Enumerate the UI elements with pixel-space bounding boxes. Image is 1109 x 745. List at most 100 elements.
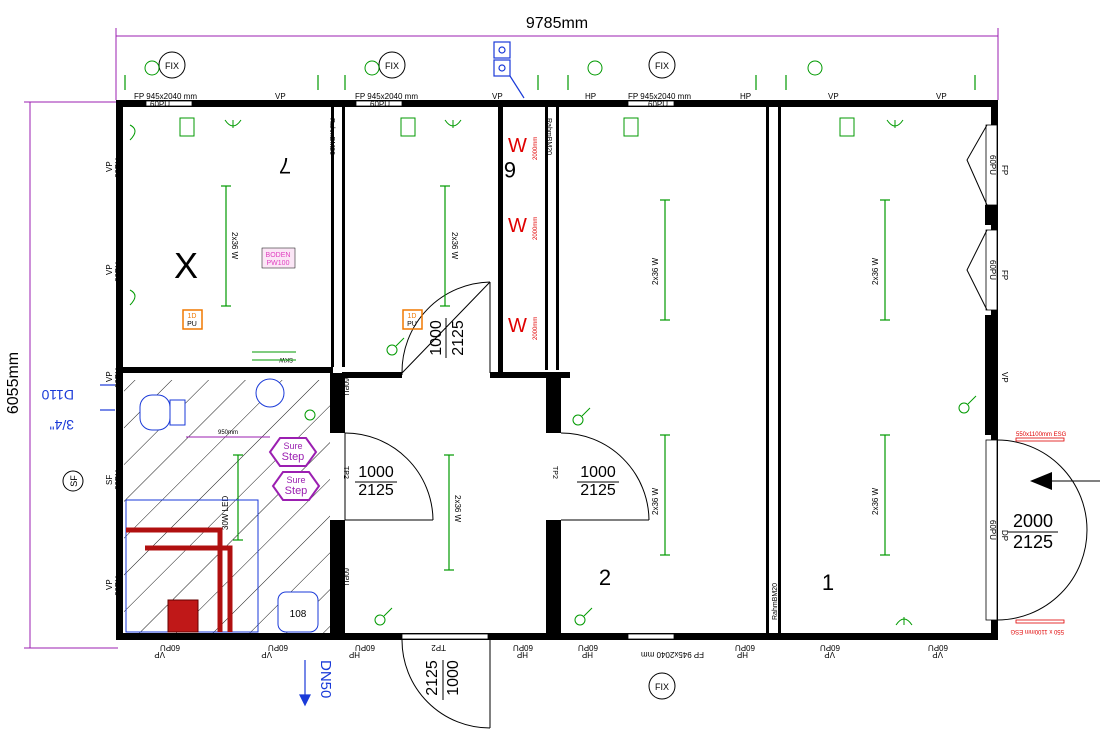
svg-text:PU: PU	[187, 321, 197, 328]
svg-text:2000mm: 2000mm	[533, 317, 539, 340]
svg-text:2125: 2125	[580, 482, 616, 499]
svg-text:6: 6	[504, 157, 516, 182]
svg-text:VP: VP	[492, 92, 503, 101]
svg-text:1000: 1000	[428, 320, 445, 356]
svg-text:HP: HP	[585, 92, 596, 101]
svg-text:60PU: 60PU	[513, 643, 533, 652]
svg-text:TP2: TP2	[431, 643, 446, 652]
svg-text:60PU: 60PU	[551, 568, 558, 586]
overall-depth-label: 6055mm	[5, 352, 22, 414]
svg-text:60PU: 60PU	[114, 262, 123, 282]
skw-grill	[252, 351, 296, 361]
svg-text:2125: 2125	[1013, 532, 1053, 552]
svg-text:2: 2	[599, 565, 611, 590]
top-window-labels: FP 945x2040 mm 60PU VP 60PU FP 945x2040 …	[134, 92, 950, 109]
svg-text:RahmBM20: RahmBM20	[545, 118, 552, 155]
svg-text:2000mm: 2000mm	[533, 137, 539, 160]
pipe-d110: D110	[41, 387, 74, 403]
svg-text:60PU: 60PU	[160, 643, 180, 652]
esg-label-bottom: 550 x 1100mm ESG	[1010, 628, 1064, 634]
entrance-arrow	[1030, 472, 1100, 490]
svg-text:Step: Step	[285, 485, 308, 497]
boden-top: BODEN	[266, 252, 291, 259]
fix-labels: FIX FIX FIX FIX	[165, 61, 669, 692]
svg-text:FIX: FIX	[165, 61, 179, 71]
svg-text:W: W	[508, 315, 527, 337]
overall-width-label: 9785mm	[526, 15, 588, 32]
left-side-labels: VP 60PU VP 60PU VP 60PU SF 60PU VP 60PU	[105, 158, 123, 596]
svg-text:60PU: 60PU	[342, 568, 349, 586]
svg-text:1: 1	[822, 570, 834, 595]
svg-text:FIX: FIX	[385, 61, 399, 71]
wc-number: 108	[290, 609, 307, 620]
svg-text:60PU: 60PU	[488, 100, 508, 109]
svg-text:60PU: 60PU	[370, 100, 390, 109]
svg-text:VP: VP	[154, 650, 165, 659]
sf-circle-label: SF	[69, 475, 79, 487]
feed-arrows	[124, 75, 976, 90]
skw-label: SKW	[279, 356, 293, 362]
right-side-labels: FP 60PU FP 60PU VP 60PU DP 60PU	[988, 155, 1009, 541]
svg-text:60PU: 60PU	[150, 100, 170, 109]
svg-text:HP: HP	[349, 650, 360, 659]
svg-text:60PU: 60PU	[988, 155, 997, 175]
svg-text:60PU: 60PU	[648, 100, 668, 109]
svg-text:FP: FP	[1000, 270, 1009, 280]
svg-text:2125: 2125	[450, 320, 467, 356]
svg-text:FP 945x2040 mm: FP 945x2040 mm	[355, 92, 418, 101]
svg-text:RahmBM20: RahmBM20	[772, 583, 779, 620]
svg-text:2x36 W: 2x36 W	[651, 487, 660, 515]
boden-box	[261, 247, 296, 269]
svg-text:2000mm: 2000mm	[533, 217, 539, 240]
sf-circle	[62, 470, 84, 492]
svg-text:60PU: 60PU	[268, 100, 288, 109]
heaters: W W W	[508, 135, 527, 337]
light-fixtures	[221, 185, 890, 571]
svg-text:60PU: 60PU	[114, 158, 123, 178]
svg-text:1000: 1000	[358, 464, 394, 481]
svg-text:HP: HP	[740, 92, 751, 101]
svg-text:PU: PU	[407, 321, 417, 328]
svg-text:60PU: 60PU	[822, 100, 842, 109]
svg-text:SF: SF	[105, 475, 114, 485]
svg-text:W: W	[508, 135, 527, 157]
svg-text:60PU: 60PU	[578, 643, 598, 652]
pipe-d34: 3/4"	[50, 417, 74, 433]
boden-bot: PW100	[267, 260, 290, 267]
svg-text:VP: VP	[828, 92, 839, 101]
svg-text:FP: FP	[1000, 165, 1009, 175]
bathroom-fixtures	[125, 378, 319, 633]
svg-text:60PU: 60PU	[735, 100, 755, 109]
svg-text:2x36 W: 2x36 W	[871, 257, 880, 285]
mark-x: X	[174, 245, 198, 286]
svg-text:Step: Step	[282, 451, 305, 463]
svg-text:FIX: FIX	[655, 682, 669, 692]
svg-text:Sure: Sure	[286, 475, 305, 485]
svg-text:60PU: 60PU	[735, 643, 755, 652]
svg-text:Sure: Sure	[283, 441, 302, 451]
svg-text:60PU: 60PU	[820, 643, 840, 652]
top-connection	[493, 41, 525, 99]
svg-text:1D: 1D	[188, 313, 197, 320]
sure-step-labels: Sure Step Sure Step	[282, 441, 308, 497]
svg-text:30W LED: 30W LED	[221, 496, 230, 530]
svg-text:FP 945x2040 mm: FP 945x2040 mm	[134, 92, 197, 101]
svg-text:60PU: 60PU	[930, 100, 950, 109]
svg-text:60PU: 60PU	[578, 100, 598, 109]
svg-text:FIX: FIX	[655, 61, 669, 71]
svg-text:VP: VP	[824, 650, 835, 659]
svg-text:VP: VP	[105, 161, 114, 172]
svg-text:60PU: 60PU	[355, 643, 375, 652]
svg-text:1D: 1D	[408, 313, 417, 320]
dim-950: 950mm	[218, 430, 238, 436]
pu-boxes	[182, 309, 423, 330]
svg-text:2x36 W: 2x36 W	[230, 232, 239, 260]
drain-label: DN50	[317, 660, 334, 698]
svg-text:60PU: 60PU	[114, 576, 123, 596]
svg-text:VP: VP	[261, 650, 272, 659]
svg-text:FP 945x2040 mm: FP 945x2040 mm	[641, 650, 704, 659]
svg-text:VP: VP	[105, 264, 114, 275]
svg-text:VP: VP	[275, 92, 286, 101]
window-gaps	[145, 100, 998, 640]
